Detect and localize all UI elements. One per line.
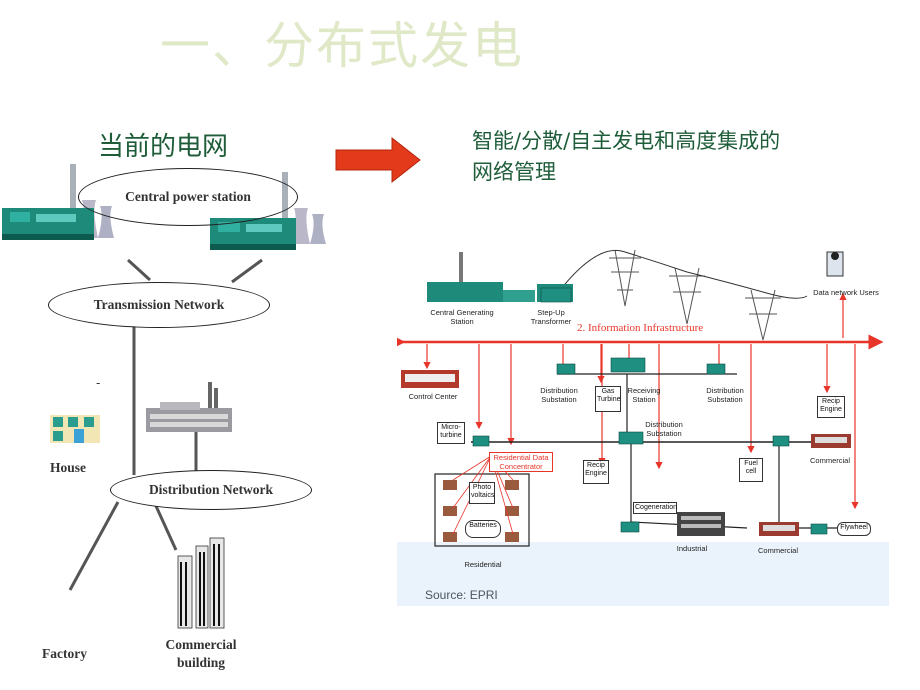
red-arrow-icon [335,136,421,184]
commercial-label: Commercial [809,456,850,465]
factory-label: Factory [42,646,87,661]
central-power-station-oval: Central power station [78,168,298,226]
central-power-station-label: Central power station [125,189,251,204]
commercial-label-line2: building [176,655,226,670]
industrial-label: Industrial [676,544,708,553]
right-heading-line2: 网络管理 [472,160,556,184]
control-center-label: Control Center [408,392,458,401]
data-network-users-label: Data network Users [813,288,879,297]
transmission-network-label: Transmission Network [93,297,225,312]
residential-label: Residential [464,560,502,569]
batteries-box: Batteries [465,520,501,538]
source-label: Source: EPRI [425,588,498,602]
flywheel-box: Flywheel [837,522,871,536]
commercial-building-icon [177,537,225,629]
transmission-tower-icon [556,249,808,341]
cogeneration-box: Cogeneration [633,502,677,514]
distribution-network-oval: Distribution Network [110,470,312,510]
commercial-label: Commercial [757,546,798,555]
transmission-network-oval: Transmission Network [48,282,270,328]
house-icon [50,415,100,443]
right-heading-line1: 智能/分散/自主发电和高度集成的 [472,129,781,153]
epri-diagram-graphics [397,249,889,606]
factory-icon [146,382,232,432]
left-schematic-lines [2,164,326,629]
right-heading: 智能/分散/自主发电和高度集成的 网络管理 [472,126,780,188]
house-label: House [50,460,87,475]
information-infrastructure-label: 2. Information Infrastructure [577,322,704,334]
commercial-label-line1: Commercial [165,637,237,652]
distribution-network-label: Distribution Network [148,482,274,497]
slide-title: 一、分布式发电 [160,17,524,75]
commercial-building-label: Commercial building [158,636,244,672]
left-heading: 当前的电网 [98,132,229,162]
dash-mark: - [96,376,101,390]
microturbine-box: Micro-turbine [437,422,465,444]
